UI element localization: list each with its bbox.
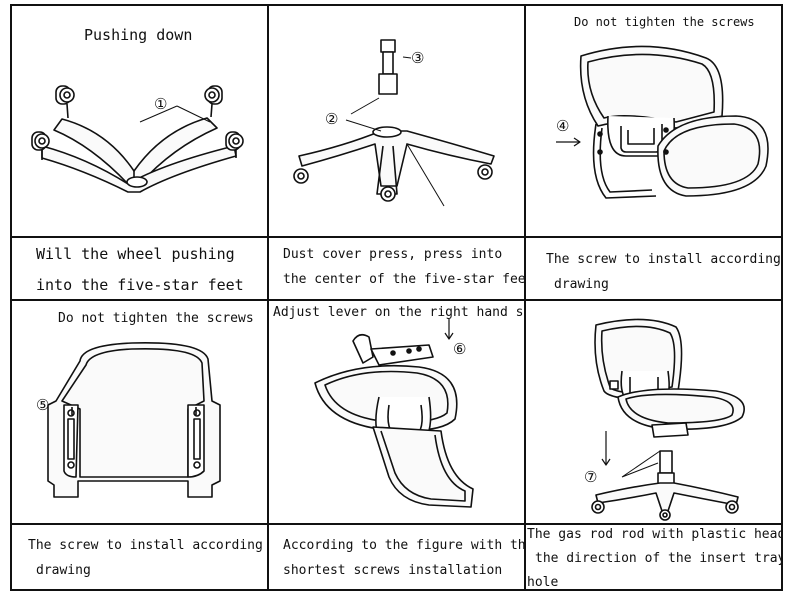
grid-border-top [10, 4, 783, 6]
gas-lift-base-illustration [269, 6, 524, 236]
step-1-callout-1: ① [154, 95, 168, 113]
grid-col-divider-1 [267, 4, 269, 591]
grid-border-right [781, 4, 783, 591]
step-6-caption-line-3: hole [527, 575, 559, 589]
step-5-header: Adjust lever on the right hand side [273, 305, 524, 320]
five-star-base-wheels-illustration [12, 6, 267, 236]
step-1-header: Pushing down [84, 26, 193, 44]
step-2-illustration-panel: ② ③ [269, 6, 524, 236]
step-6-illustration-panel: ⑦ [526, 301, 781, 523]
step-6-caption-line-1: The gas rod rod with plastic head in [527, 527, 781, 542]
chair-final-assembly-illustration [526, 301, 781, 523]
step-2-callout-2: ② [325, 110, 339, 128]
step-4-caption: The screw to install according to drawin… [12, 525, 267, 589]
step-3-header: Do not tighten the screws [574, 15, 755, 29]
step-3-callout-4: ④ [556, 117, 570, 135]
step-2-caption: Dust cover press, press into the center … [269, 238, 524, 299]
step-2-callout-3: ③ [411, 49, 425, 67]
step-4-caption-line-1: The screw to install according to [28, 538, 267, 553]
step-1-caption-line-2: into the five-star feet [36, 276, 244, 294]
grid-col-divider-2 [524, 4, 526, 591]
step-3-caption: The screw to install according to drawin… [526, 238, 781, 299]
step-6-callout-7: ⑦ [584, 468, 598, 486]
grid-border-left [10, 4, 12, 591]
step-4-caption-line-2: drawing [36, 563, 91, 578]
step-4-illustration-panel: Do not tighten the screws ⑤ [12, 301, 267, 523]
backrest-mounting-illustration [526, 6, 781, 236]
step-5-callout-6: ⑥ [453, 340, 467, 358]
step-6-caption: The gas rod rod with plastic head in the… [526, 525, 781, 589]
grid-row-divider-3 [10, 523, 783, 525]
step-5-illustration-panel: Adjust lever on the right hand side ⑥ [269, 301, 524, 523]
step-3-caption-line-2: drawing [554, 277, 609, 292]
step-1-illustration-panel: Pushing down [12, 6, 267, 236]
step-3-illustration-panel: Do not tighten the screws [526, 6, 781, 236]
grid-border-bottom [10, 589, 783, 591]
step-1-caption-line-1: Will the wheel pushing [36, 245, 235, 263]
step-5-caption-line-2: shortest screws installation [283, 563, 503, 578]
seat-mechanism-illustration [269, 301, 524, 523]
step-3-caption-line-1: The screw to install according to [546, 252, 781, 267]
step-2-caption-line-2: the center of the five-star feet [283, 272, 524, 287]
grid-row-divider-2 [10, 299, 783, 301]
step-6-caption-line-2: the direction of the insert tray [535, 551, 781, 566]
step-5-caption: According to the figure with the shortes… [269, 525, 524, 589]
grid-row-divider-1 [10, 236, 783, 238]
step-4-callout-5: ⑤ [36, 396, 50, 414]
backrest-frame-rear-illustration [12, 301, 267, 523]
step-2-caption-line-1: Dust cover press, press into [283, 247, 503, 262]
step-4-header: Do not tighten the screws [58, 311, 254, 326]
step-5-caption-line-1: According to the figure with the [283, 538, 524, 553]
step-1-caption: Will the wheel pushing into the five-sta… [12, 238, 267, 299]
